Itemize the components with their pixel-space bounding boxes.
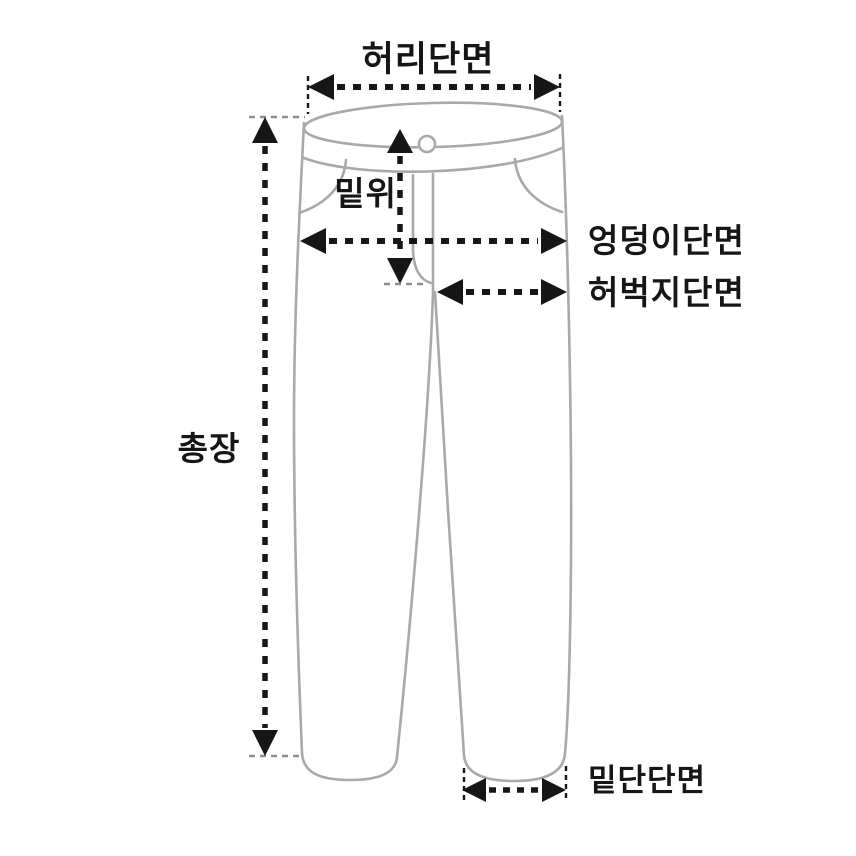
left-pocket-curve [297, 158, 348, 215]
thigh-arrowhead-left [437, 279, 463, 305]
hem-measure: 밑단단면 [462, 763, 706, 803]
hip-arrowhead-left [300, 228, 326, 254]
length-arrowhead-top [252, 117, 278, 143]
waist-label: 허리단면 [362, 40, 495, 79]
rise-measure: 밑위 [334, 129, 424, 286]
thigh-measure: 허벅지단면 [437, 274, 745, 311]
hem-arrowhead-right [542, 778, 566, 802]
rise-label: 밑위 [334, 175, 397, 212]
total-length-measure: 총장 [178, 115, 305, 758]
length-arrowhead-bottom [252, 730, 278, 756]
hem-label: 밑단단면 [588, 763, 706, 798]
rise-arrowhead-bottom [387, 258, 413, 284]
waistband-bottom-seam [302, 146, 564, 173]
hem-arrowhead-left [462, 778, 486, 802]
hip-arrowhead-right [541, 228, 567, 254]
total-length-label: 총장 [178, 430, 241, 467]
left-leg-outline [292, 121, 435, 782]
waist-measure: 허리단면 [306, 40, 562, 114]
waist-arrowhead-left [308, 74, 334, 100]
right-pocket-curve [513, 157, 564, 214]
hip-label: 엉덩이단면 [588, 222, 745, 259]
hip-measure: 엉덩이단면 [300, 222, 745, 259]
fly-stitch-line [411, 173, 433, 285]
waist-arrowhead-right [534, 74, 560, 100]
thigh-arrowhead-right [541, 279, 567, 305]
rise-arrowhead-top [387, 129, 413, 153]
waist-button [417, 134, 437, 154]
pants-outline [292, 101, 573, 783]
thigh-label: 허벅지단면 [588, 274, 745, 311]
right-leg-outline [433, 114, 573, 783]
